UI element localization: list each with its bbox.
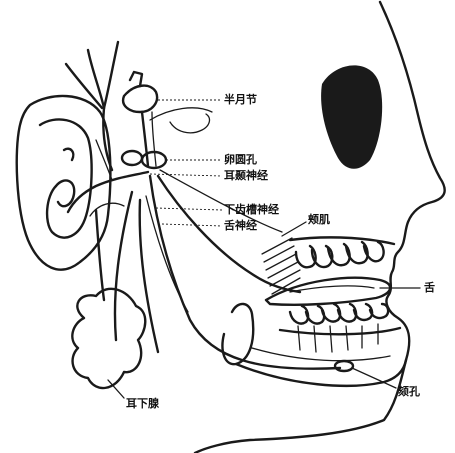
descending-branch-2: [138, 198, 160, 354]
temporal-branch-left-fork: [64, 62, 104, 110]
label-auriculotemporal-nerve: 耳颞神经: [224, 169, 268, 182]
upper-gum: [288, 236, 396, 246]
temporal-branch-trunk: [102, 106, 114, 172]
descending-branch-1: [113, 190, 134, 342]
mandibular-trunk: [140, 110, 150, 168]
tongue-shape: [264, 276, 392, 306]
mandible-roots: [297, 323, 379, 353]
leader-lingual: [161, 223, 223, 227]
descending-branch-4: [89, 202, 125, 217]
mental-foramen-shape: [333, 359, 355, 373]
buccinator-fibers: [261, 237, 301, 295]
label-inferior-alveolar-nerve: 下齿槽神经: [224, 203, 279, 216]
inferior-alveolar-nerve-path: [148, 174, 342, 370]
lingual-nerve-path: [156, 174, 302, 294]
upper-teeth: [294, 240, 385, 269]
parotid-gland-shape: [71, 287, 147, 390]
temporal-branch-left: [86, 48, 106, 110]
mandible-lower-edge: [234, 358, 408, 388]
leader-inferior-alveolar: [155, 207, 223, 211]
label-buccinator: 颊肌: [308, 213, 330, 226]
semilunar-ganglion-shape: [121, 84, 159, 114]
label-tongue: 舌: [424, 281, 435, 294]
leader-auriculotemporal: [149, 173, 223, 177]
ear: [15, 94, 112, 271]
label-parotid-gland: 耳下腺: [126, 397, 159, 410]
eye: [321, 65, 383, 169]
buccal-nerve-path: [159, 169, 283, 233]
face-profile: [193, 0, 446, 453]
temporal-branch-right: [102, 40, 120, 110]
auriculotemporal-branch: [95, 139, 113, 181]
label-lingual-nerve: 舌神经: [224, 219, 257, 232]
temporal-curve: [169, 113, 211, 134]
lower-gum: [278, 326, 402, 336]
lower-teeth: [288, 302, 390, 325]
label-foramen-ovale: 卵圆孔: [224, 153, 257, 166]
ramus: [221, 302, 255, 366]
leader-mental-foramen: [351, 367, 397, 389]
leader-buccinator: [281, 221, 307, 237]
ear-tragus: [62, 147, 75, 162]
skull-base: [149, 107, 213, 121]
tongue-surface: [289, 285, 375, 293]
ear-concha: [54, 179, 76, 208]
label-mental-foramen: 颏孔: [398, 385, 420, 398]
auriculotemporal-nerve-path: [66, 170, 150, 214]
descending-branch-5: [94, 208, 106, 302]
mandibular-trunk-side: [151, 111, 157, 167]
ganglion-stalk: [128, 70, 144, 88]
ear-inner-fold: [38, 118, 93, 239]
label-semilunar-ganglion: 半月节: [224, 93, 257, 106]
leader-parotid: [107, 379, 125, 399]
mandible-inner-edge: [251, 347, 391, 362]
descending-branch-3: [145, 195, 189, 313]
foramen-ovale-ring-left: [120, 149, 144, 167]
